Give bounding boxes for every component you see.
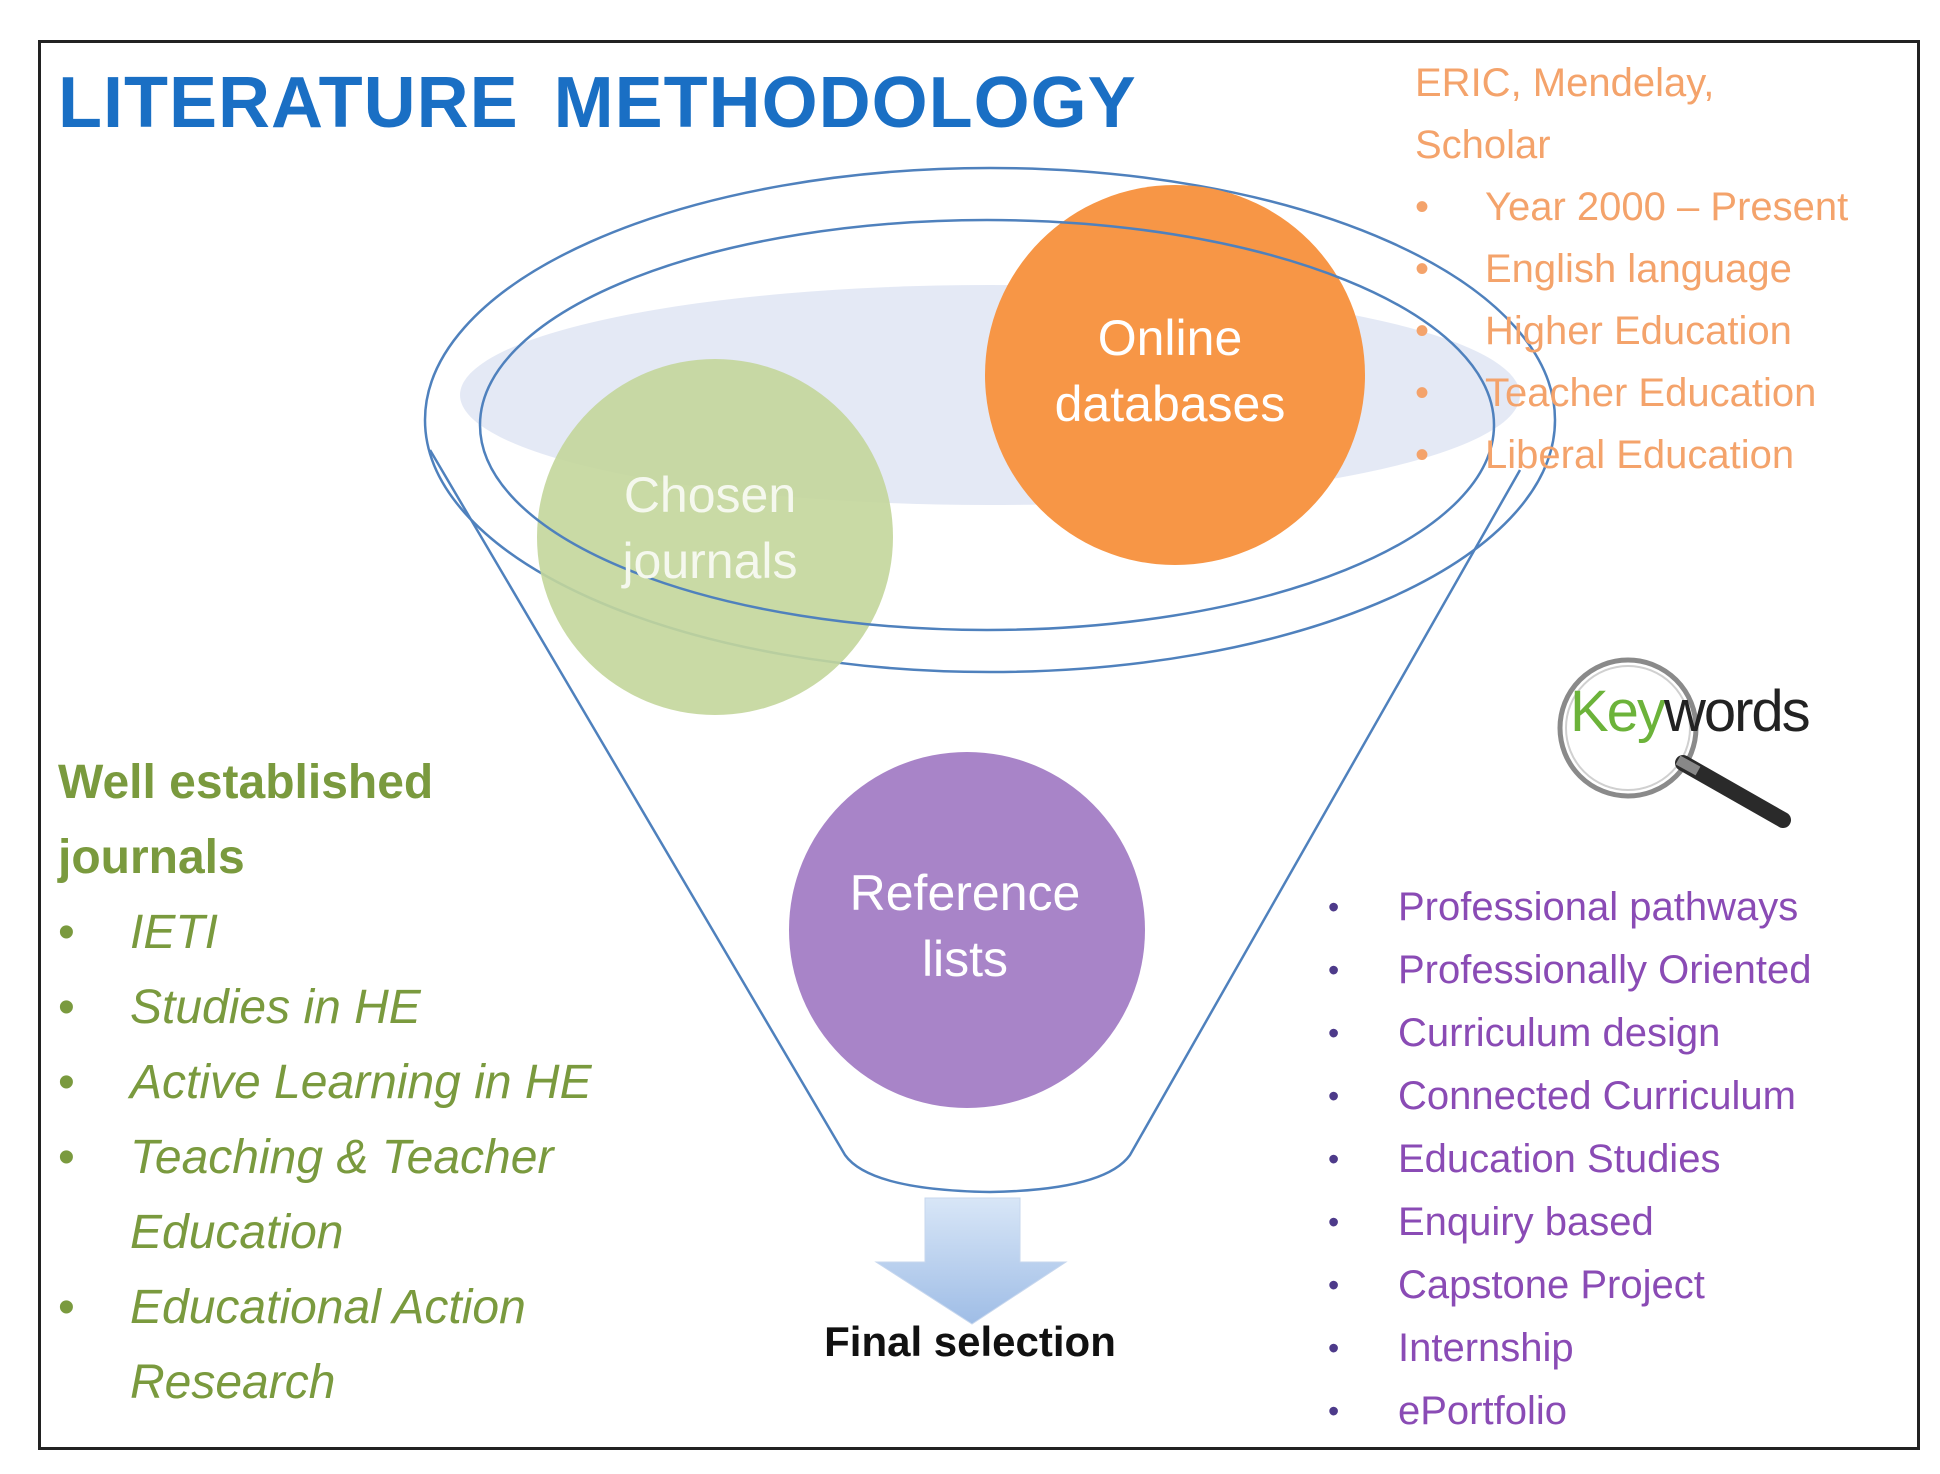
list-item: IETI — [58, 895, 700, 970]
criteria-list: Year 2000 – Present English language Hig… — [1415, 176, 1848, 486]
keywords-wordmark: Keywords — [1570, 678, 1811, 745]
list-item: English language — [1415, 238, 1848, 300]
online-databases-circle — [985, 185, 1365, 565]
list-item: Active Learning in HE — [58, 1045, 700, 1120]
keywords-part-key: Key — [1570, 679, 1666, 744]
databases-heading: ERIC, Mendelay, Scholar — [1415, 61, 1715, 167]
list-item: Studies in HE — [58, 970, 700, 1045]
page-title: LITERATURE METHODOLOGY — [58, 63, 1137, 143]
list-item: ePortfolio — [1320, 1380, 1812, 1443]
list-item: Enquiry based — [1320, 1191, 1812, 1254]
chosen-journals-label: Chosen journals — [622, 467, 798, 589]
journals-block: Well established journals IETI Studies i… — [58, 745, 700, 1420]
diagram-frame — [38, 40, 1920, 1450]
list-item: Educational Action Research — [58, 1270, 700, 1420]
list-item: Education Studies — [1320, 1128, 1812, 1191]
databases-criteria: ERIC, Mendelay, Scholar Year 2000 – Pres… — [1415, 52, 1848, 486]
list-item: Liberal Education — [1415, 424, 1848, 486]
list-item: Capstone Project — [1320, 1254, 1812, 1317]
funnel-body — [428, 449, 1522, 1194]
journals-list: IETI Studies in HE Active Learning in HE… — [58, 895, 700, 1420]
list-item: Teaching & Teacher Education — [58, 1120, 700, 1270]
list-item: Connected Curriculum — [1320, 1065, 1812, 1128]
chosen-journals-circle — [537, 359, 893, 715]
keywords-list: Professional pathways Professionally Ori… — [1320, 876, 1812, 1443]
journals-heading: Well established journals — [58, 756, 434, 884]
keywords-block: Professional pathways Professionally Ori… — [1320, 876, 1812, 1443]
keywords-part-words: words — [1663, 679, 1811, 744]
online-databases-label: Online databases — [1054, 310, 1286, 432]
keywords-graphic: Keywords — [1548, 638, 1811, 828]
list-item: Professional pathways — [1320, 876, 1812, 939]
output-arrow — [874, 1197, 1068, 1325]
final-selection-label: Final selection — [824, 1318, 1116, 1365]
magnifying-glass-icon — [1557, 657, 1791, 828]
list-item: Internship — [1320, 1317, 1812, 1380]
list-item: Professionally Oriented — [1320, 939, 1812, 1002]
list-item: Curriculum design — [1320, 1002, 1812, 1065]
reference-lists-circle — [789, 752, 1145, 1108]
list-item: Teacher Education — [1415, 362, 1848, 424]
list-item: Year 2000 – Present — [1415, 176, 1848, 238]
list-item: Higher Education — [1415, 300, 1848, 362]
reference-lists-label: Reference lists — [849, 865, 1081, 987]
